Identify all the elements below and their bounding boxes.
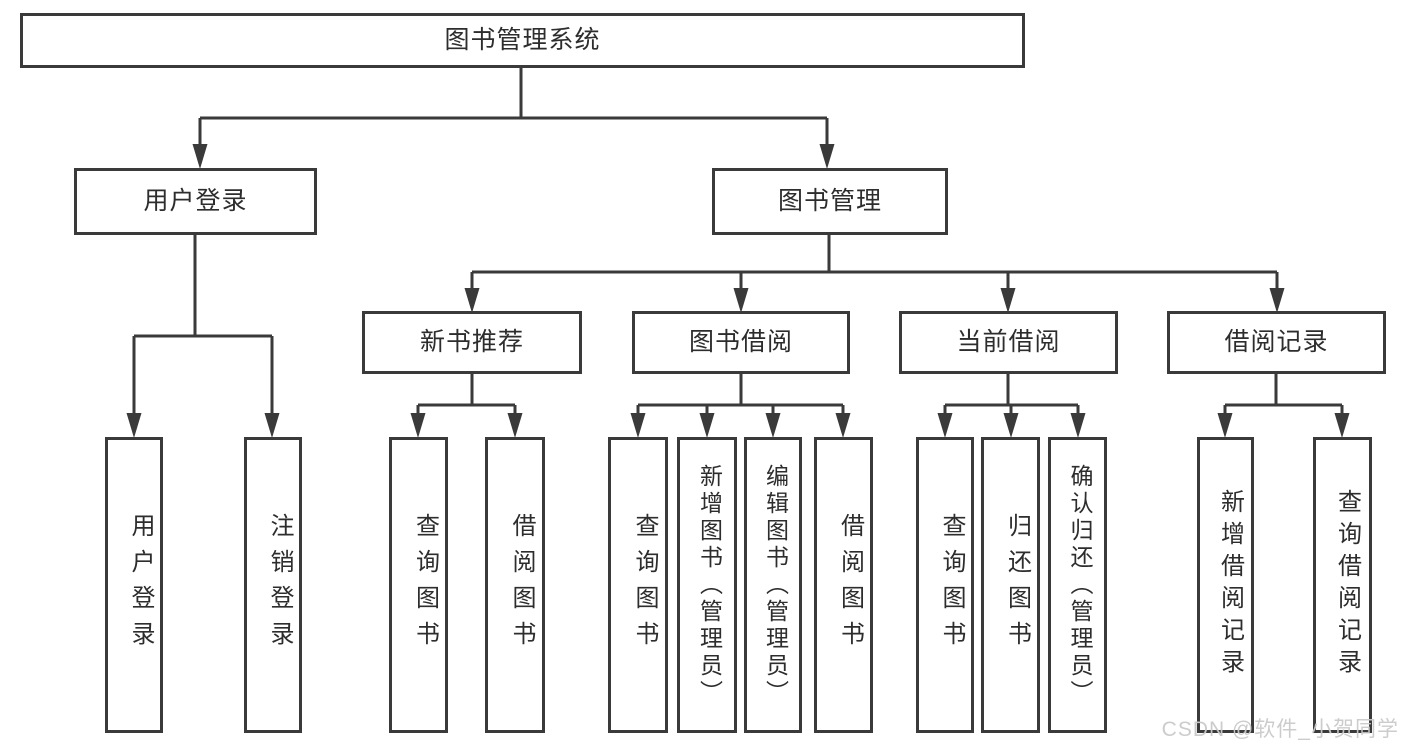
node-book-borrowing: 图书借阅 bbox=[632, 311, 850, 374]
leaf-query-books-current: 查询图书 bbox=[916, 437, 974, 733]
node-label: 查询借阅记录 bbox=[1333, 489, 1361, 681]
node-label: 编辑图书（管理员） bbox=[762, 463, 789, 707]
leaf-borrow-books-recommend: 借阅图书 bbox=[485, 437, 545, 733]
leaf-query-books-recommend: 查询图书 bbox=[389, 437, 448, 733]
node-label: 图书借阅 bbox=[688, 328, 793, 356]
leaf-add-borrow-record: 新增借阅记录 bbox=[1197, 437, 1254, 733]
node-user-login: 用户登录 bbox=[74, 168, 317, 235]
node-label: 确认归还（管理员） bbox=[1067, 463, 1093, 707]
node-label: 用户登录 bbox=[143, 187, 248, 215]
node-book-management-system: 图书管理系统 bbox=[20, 13, 1025, 68]
node-label: 借阅记录 bbox=[1224, 328, 1329, 356]
node-label: 图书管理系统 bbox=[444, 26, 601, 54]
csdn-watermark: CSDN @软件_小贺同学 bbox=[1161, 718, 1399, 741]
node-label: 新书推荐 bbox=[419, 328, 524, 356]
node-label: 查询图书 bbox=[411, 513, 439, 657]
node-book-management: 图书管理 bbox=[712, 168, 948, 235]
leaf-return-books: 归还图书 bbox=[981, 437, 1040, 733]
node-label: 图书管理 bbox=[777, 187, 882, 215]
node-label: 用户登录 bbox=[127, 513, 154, 657]
node-current-borrowing: 当前借阅 bbox=[899, 311, 1118, 374]
node-borrowing-records: 借阅记录 bbox=[1167, 311, 1386, 374]
node-label: 查询图书 bbox=[631, 513, 658, 657]
node-label: 新增图书（管理员） bbox=[696, 463, 723, 707]
node-new-book-recommendation: 新书推荐 bbox=[362, 311, 582, 374]
leaf-borrow-books-borrowing: 借阅图书 bbox=[814, 437, 873, 733]
leaf-query-books-borrowing: 查询图书 bbox=[608, 437, 668, 733]
node-label: 借阅图书 bbox=[836, 513, 864, 657]
leaf-edit-books-admin: 编辑图书（管理员） bbox=[744, 437, 802, 733]
node-label: 查询图书 bbox=[938, 513, 965, 657]
node-label: 注销登录 bbox=[266, 513, 293, 657]
leaf-query-borrow-record: 查询借阅记录 bbox=[1313, 437, 1372, 733]
node-label: 新增借阅记录 bbox=[1216, 489, 1244, 681]
node-label: 归还图书 bbox=[1003, 513, 1031, 657]
leaf-user-login: 用户登录 bbox=[105, 437, 163, 733]
leaf-logout: 注销登录 bbox=[244, 437, 302, 733]
node-label: 当前借阅 bbox=[956, 328, 1061, 356]
leaf-add-books-admin: 新增图书（管理员） bbox=[677, 437, 737, 733]
leaf-confirm-return-admin: 确认归还（管理员） bbox=[1048, 437, 1107, 733]
node-label: 借阅图书 bbox=[508, 513, 535, 657]
